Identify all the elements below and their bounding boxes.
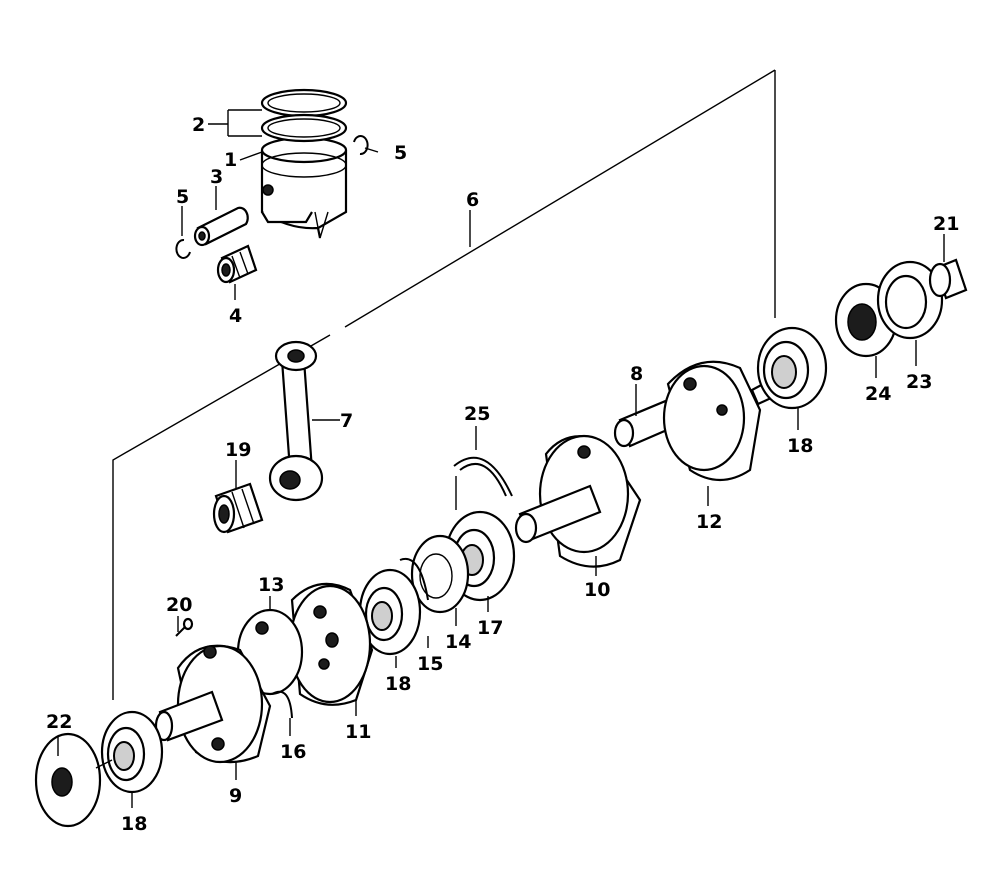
leader-lines	[57, 109, 945, 808]
callout-17: 17	[477, 617, 503, 639]
assembly-bracket	[112, 69, 776, 700]
circlips	[175, 135, 369, 259]
callout-24: 24	[865, 383, 891, 405]
clip-15	[399, 557, 429, 601]
callout-18a: 18	[787, 435, 813, 457]
bearing-17	[444, 510, 516, 602]
callout-labels: 1 2 3 4 5 5 6 7 8 9 10 11 12 13 14 15 16…	[46, 114, 959, 835]
callout-23: 23	[906, 371, 932, 393]
small-needle-bearing	[216, 244, 258, 284]
callout-7: 7	[340, 410, 353, 432]
piston-pin	[193, 206, 249, 247]
callout-22: 22	[46, 711, 72, 733]
callout-2: 2	[192, 114, 205, 136]
callout-11: 11	[345, 721, 371, 743]
callout-10: 10	[584, 579, 610, 601]
main-bearing-right	[756, 326, 828, 410]
retainer-ring-25	[453, 456, 513, 497]
callout-21: 21	[933, 213, 959, 235]
connecting-rod	[268, 340, 324, 502]
callout-3: 3	[210, 166, 223, 188]
oil-seal-23	[876, 260, 944, 340]
callout-14: 14	[445, 631, 471, 653]
main-bearing-middle	[358, 568, 422, 656]
piston	[260, 136, 348, 239]
callout-18c: 18	[121, 813, 147, 835]
crank-half-left	[154, 644, 272, 764]
callout-19: 19	[225, 439, 251, 461]
oil-seal-22	[34, 732, 102, 828]
end-cap-21	[928, 258, 968, 300]
piston-rings	[260, 88, 348, 143]
main-bearing-left	[100, 710, 164, 794]
callout-5b: 5	[394, 142, 407, 164]
callout-5a: 5	[176, 186, 189, 208]
callout-13: 13	[258, 574, 284, 596]
crank-half-11	[288, 582, 374, 706]
callout-8: 8	[630, 363, 643, 385]
crank-half-right	[662, 360, 762, 481]
callout-25: 25	[464, 403, 490, 425]
callout-9: 9	[229, 785, 242, 807]
callout-18b: 18	[385, 673, 411, 695]
callout-15: 15	[417, 653, 443, 675]
callout-4: 4	[229, 305, 242, 327]
callout-1: 1	[224, 149, 237, 171]
crank-half-center	[514, 434, 642, 568]
screw-20	[175, 617, 194, 637]
callout-16: 16	[280, 741, 306, 763]
callout-6: 6	[466, 189, 479, 211]
big-end-bearing	[212, 482, 264, 534]
callout-12: 12	[696, 511, 722, 533]
key-16	[271, 690, 293, 719]
callout-20: 20	[166, 594, 192, 616]
